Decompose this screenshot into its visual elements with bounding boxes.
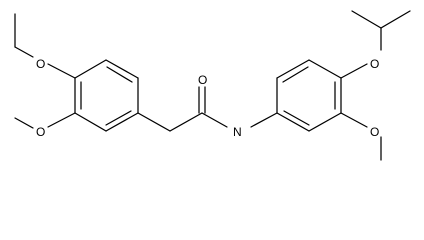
ring-a-double-bond	[106, 66, 133, 83]
isopropoxy-bond	[340, 63, 368, 79]
isopropyl-bond	[351, 10, 382, 29]
methoxy-bond	[340, 112, 368, 128]
ring-b-bond	[308, 59, 342, 79]
ring-b-double-bond	[282, 66, 309, 83]
chemical-structure-diagram: O O O N O O	[14, 10, 411, 161]
nitrogen-label: N	[233, 125, 242, 139]
ring-a-bond	[74, 59, 107, 79]
methoxy-bond	[47, 63, 76, 79]
oxygen-label: O	[36, 57, 45, 71]
ch2-bond	[169, 112, 203, 132]
ring-a-bond	[74, 112, 107, 132]
ring-b-double-bond	[283, 110, 310, 126]
atom-labels: O O O N O O	[36, 57, 379, 139]
amide-bond	[201, 112, 228, 128]
methoxy-bond	[47, 112, 76, 128]
oxygen-label: O	[370, 57, 379, 71]
ring-a-bond	[105, 112, 139, 132]
oxygen-label: O	[36, 125, 45, 139]
ring-a-double-bond	[105, 110, 132, 126]
isopropyl-bond	[380, 10, 411, 29]
bonds	[14, 10, 411, 161]
ring-b-bond	[308, 112, 342, 132]
oxygen-label: O	[370, 125, 379, 139]
oxygen-label: O	[198, 73, 207, 87]
methoxy-bond	[14, 117, 34, 129]
methoxy-bond	[14, 46, 34, 58]
ring-b-bond	[276, 112, 310, 132]
ch2-bond	[137, 112, 171, 132]
ring-b-bond	[276, 59, 310, 79]
amide-bond	[250, 112, 278, 128]
ring-a-bond	[105, 59, 139, 79]
